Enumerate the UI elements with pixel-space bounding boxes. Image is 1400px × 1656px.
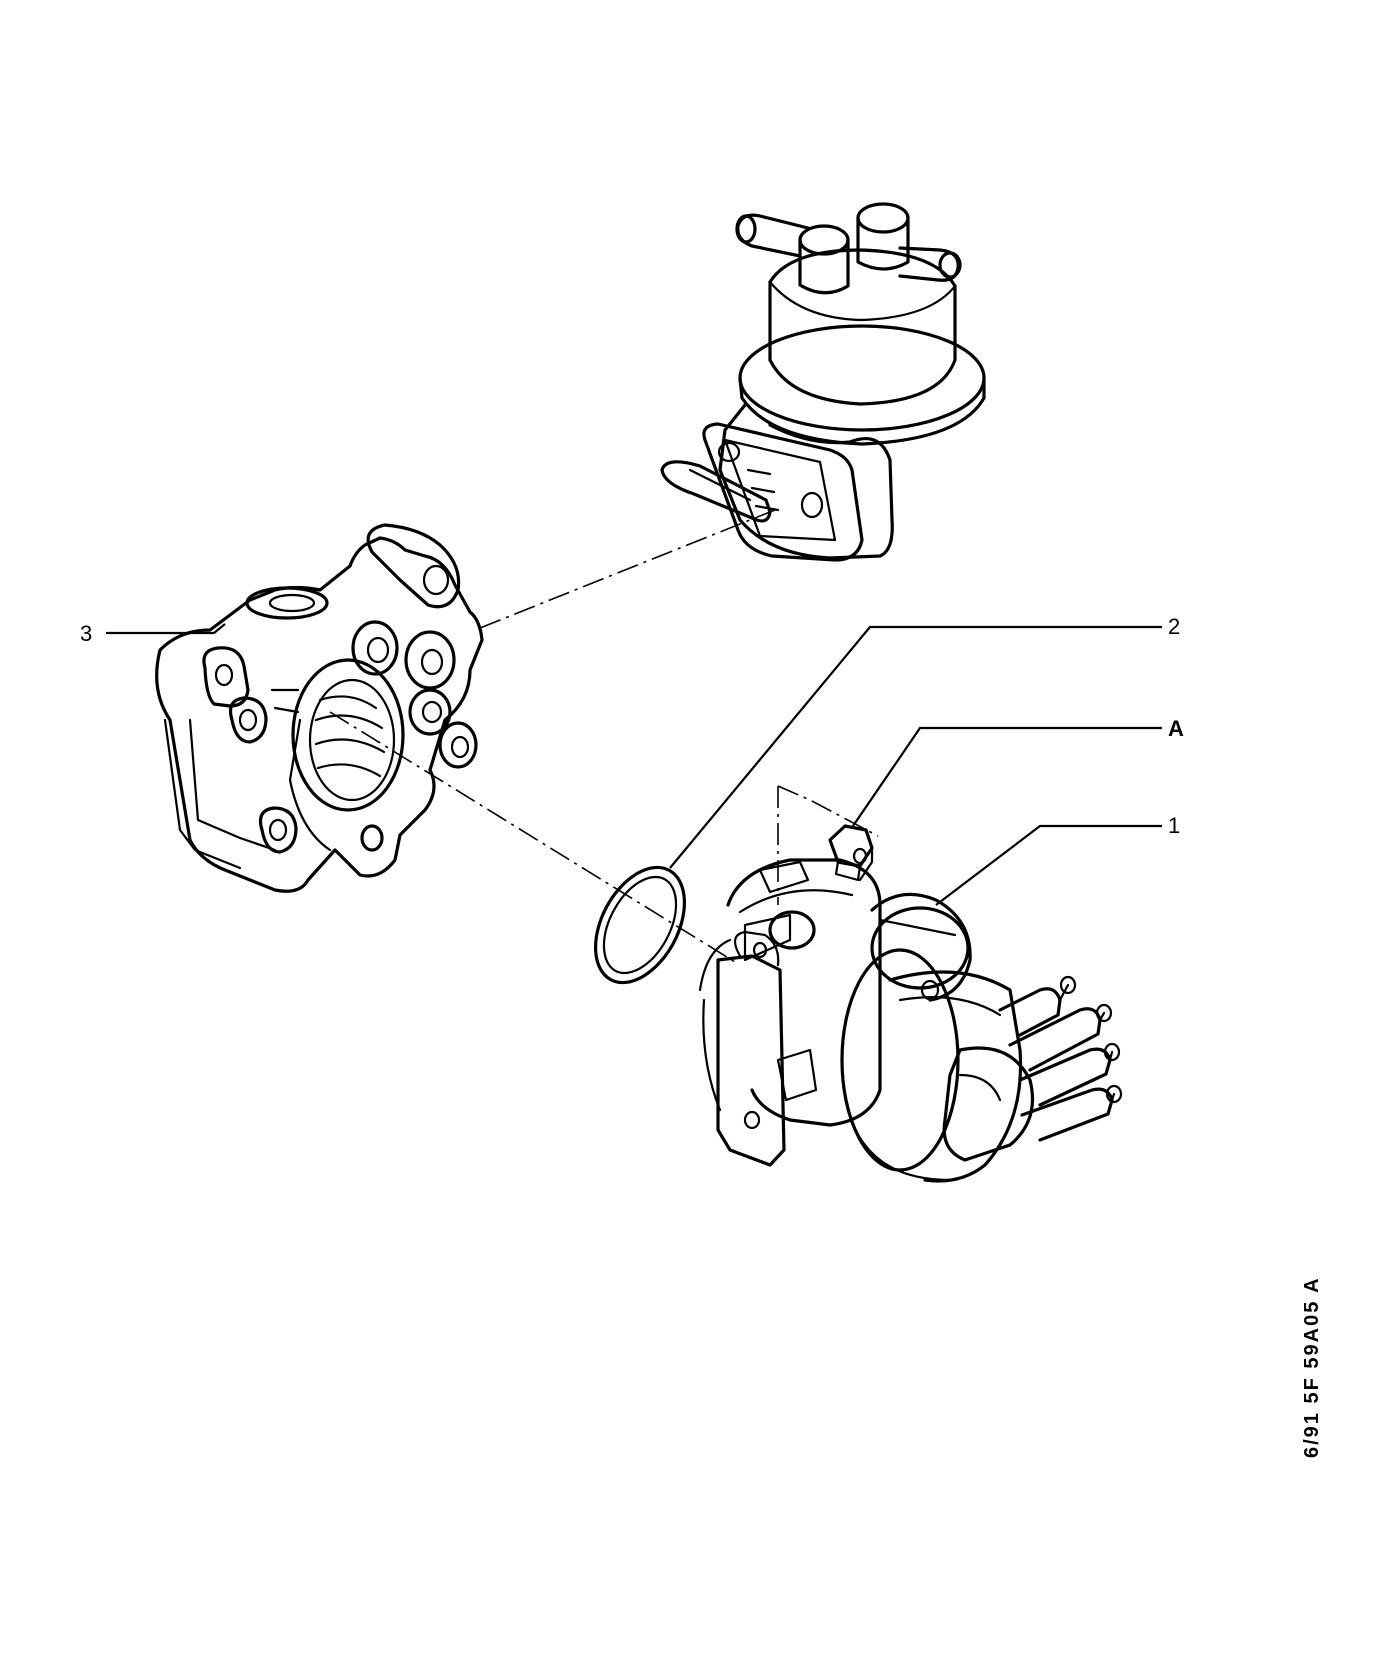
callout-leaders [106, 623, 1162, 906]
distributor-housing-icon [155, 523, 484, 893]
leader-part-a [852, 726, 1162, 827]
callout-part-1: 1 [1168, 813, 1180, 838]
distributor-icon [698, 858, 1123, 1183]
callout-part-2: 2 [1168, 614, 1180, 639]
fuel-pump-icon [660, 202, 986, 562]
nut-icon [828, 824, 874, 882]
callout-part-a: A [1168, 716, 1184, 741]
leader-part-1 [935, 824, 1162, 906]
callout-part-3: 3 [80, 621, 92, 646]
assembly-centerlines [329, 509, 879, 963]
o-ring-seal-icon [593, 865, 687, 985]
leader-part-3 [106, 623, 226, 635]
drawing-reference-code: 6/91 5F 59A05 A [1301, 1276, 1323, 1458]
leader-part-2 [669, 625, 1162, 869]
